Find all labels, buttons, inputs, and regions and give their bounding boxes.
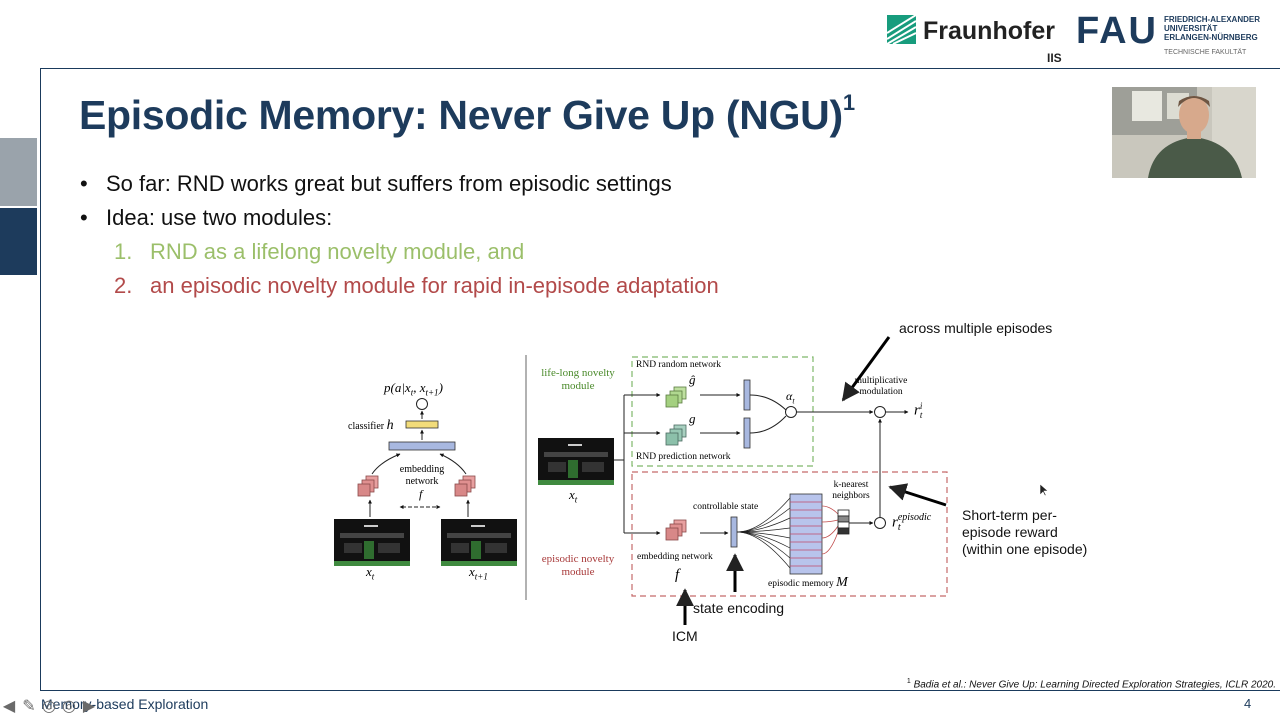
fraunhofer-logo: Fraunhofer IIS (887, 14, 1067, 65)
sidebar-tab-dark (0, 208, 37, 275)
fau-line-4: TECHNISCHE FAKULTÄT (1164, 49, 1247, 56)
bullet-text: Idea: use two modules: (106, 205, 333, 230)
footer-rule (40, 690, 1280, 691)
fau-line-3: ERLANGEN-NÜRNBERG (1164, 33, 1258, 42)
pen-icon[interactable]: ✎ (22, 698, 36, 715)
bullet-1: • So far: RND works great but suffers fro… (80, 171, 672, 197)
annotation-short-term-reward: Short-term per- episode reward (within o… (962, 507, 1088, 557)
fraunhofer-sub: IIS (1047, 51, 1062, 65)
prob-label: p(a|xt, xt+1) (384, 380, 443, 398)
fau-logo: FAU FRIEDRICH-ALEXANDER UNIVERSITÄT ERLA… (1076, 10, 1276, 64)
slide-frame (40, 68, 1280, 691)
alpha-label: αt (786, 389, 795, 406)
page-number: 4 (1244, 696, 1252, 711)
bullet-text: So far: RND works great but suffers from… (106, 171, 672, 196)
annotation-across-episodes: across multiple episodes (899, 320, 1053, 336)
zoom-icon[interactable]: ◎ (42, 698, 56, 715)
xt-label-ngu: xt (569, 487, 578, 505)
sub-item-number: 2. (114, 273, 133, 298)
xt1-label-left: xt+1 (469, 564, 488, 582)
fau-wordmark: FAU (1076, 10, 1158, 52)
controllable-state-label: controllable state (693, 502, 759, 512)
sub-item-text: an episodic novelty module for rapid in-… (150, 273, 719, 298)
g-hat-label: ĝ (689, 372, 696, 387)
annotation-icm: ICM (672, 628, 698, 644)
bullet-marker: • (80, 205, 88, 230)
footnote: 1 Badia et al.: Never Give Up: Learning … (907, 678, 1276, 690)
sub-item-text: RND as a lifelong novelty module, and (150, 239, 525, 264)
sub-item-2: 2. an episodic novelty module for rapid i… (114, 273, 719, 299)
sub-item-1: 1. RND as a lifelong novelty module, and (114, 239, 524, 265)
options-icon[interactable]: ◎ (62, 698, 76, 715)
fraunhofer-wordmark: Fraunhofer (923, 17, 1055, 45)
rnd-prediction-label: RND prediction network (636, 452, 731, 462)
previous-slide-icon[interactable]: ◀ (2, 698, 16, 715)
rnd-random-label: RND random network (636, 360, 721, 370)
fraunhofer-mark-icon (887, 15, 916, 44)
webcam-video (1112, 87, 1256, 178)
footnote-mark: 1 (906, 678, 911, 685)
annotation-state-encoding: state encoding (693, 600, 785, 616)
presentation-nav[interactable]: ◀ ✎ ◎ ◎ ▶ (0, 694, 98, 718)
bullet-2: • Idea: use two modules: (80, 205, 332, 231)
g-label: g (689, 411, 696, 426)
footnote-text: Badia et al.: Never Give Up: Learning Di… (910, 679, 1276, 691)
fau-line-1: FRIEDRICH-ALEXANDER (1164, 15, 1260, 24)
classifier-label: classifier h (348, 418, 394, 433)
f-label-left: f (419, 487, 423, 501)
footer-title: Memory-based Exploration (41, 696, 209, 712)
slide-title: Episodic Memory: Never Give Up (NGU)1 (79, 90, 855, 139)
embedding-network-label-ngu: embedding network (637, 552, 713, 562)
slide-title-text: Episodic Memory: Never Give Up (NGU) (79, 92, 843, 138)
fau-line-2: UNIVERSITÄT (1164, 24, 1218, 33)
next-slide-icon[interactable]: ▶ (82, 698, 96, 715)
sidebar-tab-light (0, 138, 37, 206)
title-footnote-mark: 1 (842, 90, 855, 116)
f-label-ngu: f (675, 567, 680, 583)
episodic-memory-label: episodic memory M (768, 575, 848, 590)
bullet-marker: • (80, 171, 88, 196)
xt-label-left: xt (366, 564, 375, 582)
sub-item-number: 1. (114, 239, 133, 264)
